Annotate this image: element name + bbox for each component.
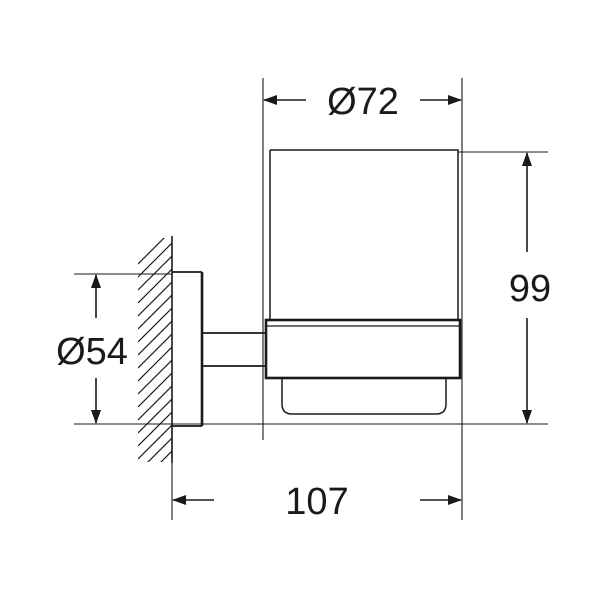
hatch-line xyxy=(138,320,172,356)
hatch-line xyxy=(138,238,165,265)
hatch-line xyxy=(138,268,172,304)
hatch-line xyxy=(138,242,172,278)
dimension-rosette-diameter xyxy=(74,273,172,425)
hatch-line xyxy=(138,307,172,343)
hatch-line xyxy=(138,346,172,382)
hatch-line xyxy=(138,281,172,317)
hatch-line xyxy=(138,294,172,330)
hatch-line xyxy=(138,255,172,291)
dimension-height xyxy=(172,151,548,425)
hatch-line xyxy=(138,398,172,434)
hatch-line xyxy=(138,411,172,447)
hatch-line xyxy=(138,372,172,408)
glass-tumbler xyxy=(269,149,459,415)
hatch-line xyxy=(138,477,172,511)
hatch-line xyxy=(147,437,172,462)
wall xyxy=(138,236,173,524)
hatch-line xyxy=(138,424,172,460)
holder-ring-body xyxy=(264,318,462,380)
height-label: 99 xyxy=(509,268,551,310)
hatch-line xyxy=(160,450,172,462)
rosette-diameter-label: Ø54 xyxy=(56,331,128,373)
tumbler-base xyxy=(281,378,447,415)
depth-label: 107 xyxy=(285,481,348,523)
dimension-cup-diameter xyxy=(262,78,463,520)
hatch-line xyxy=(138,490,172,524)
holder-ring xyxy=(264,318,462,380)
arm xyxy=(202,332,266,367)
wall-hatching xyxy=(138,238,172,524)
tumbler-outline xyxy=(269,149,459,320)
hatch-line xyxy=(138,385,172,421)
dimension-depth xyxy=(171,424,462,520)
hatch-line xyxy=(138,464,172,498)
rosette xyxy=(172,271,204,427)
cup-diameter-label: Ø72 xyxy=(327,81,399,123)
hatch-line xyxy=(138,359,172,395)
hatch-line xyxy=(138,333,172,369)
